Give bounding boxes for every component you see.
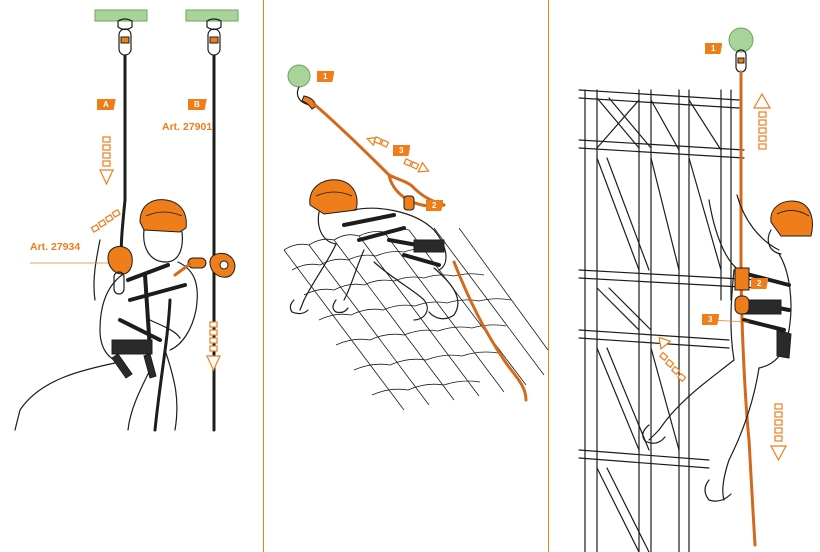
leg-right bbox=[164, 349, 178, 431]
arm-up-right bbox=[736, 194, 780, 251]
tower-anchor bbox=[728, 27, 754, 53]
panel-rope-access: A B Art. 27901 Art. 27934 bbox=[0, 0, 263, 552]
anchor-ring-a bbox=[117, 18, 133, 31]
tag-1: 1 bbox=[705, 43, 723, 54]
arrow-diagonal bbox=[658, 336, 687, 383]
arrow-diagonal-left bbox=[90, 208, 121, 233]
leg-front bbox=[373, 261, 428, 321]
anchor-plate-b bbox=[185, 9, 239, 22]
art-number-b: Art. 27901 bbox=[162, 121, 213, 133]
descender-device bbox=[107, 245, 133, 275]
roof-anchor bbox=[287, 64, 311, 88]
harness-leg-loops bbox=[111, 353, 157, 379]
tag-3: 3 bbox=[702, 314, 720, 325]
harness-straps bbox=[118, 263, 187, 352]
tag-a: A bbox=[97, 99, 116, 110]
leg-mid bbox=[127, 369, 151, 431]
panel-pylon-climb-drawing bbox=[578, 27, 813, 552]
leg-right bbox=[722, 367, 760, 501]
backup-connector bbox=[187, 257, 207, 269]
descender-carabiner bbox=[113, 271, 125, 295]
panel-roof-work: 1 3 2 bbox=[264, 0, 549, 552]
divider-left bbox=[263, 0, 264, 552]
harness-belt bbox=[111, 339, 153, 355]
head bbox=[143, 229, 183, 263]
torso-front bbox=[730, 269, 735, 361]
rope-a bbox=[119, 54, 127, 272]
harness-leg-loop bbox=[776, 329, 792, 359]
panel-pylon-climb: 1 2 3 bbox=[549, 0, 820, 552]
arrow-up-lanyard bbox=[365, 136, 390, 148]
tag-2: 2 bbox=[751, 278, 769, 289]
lanyard-connector bbox=[301, 95, 317, 110]
feet bbox=[642, 424, 732, 502]
carabiner-gate-a bbox=[120, 36, 130, 44]
head bbox=[317, 211, 337, 245]
arrow-down-left bbox=[99, 136, 114, 186]
carabiner-gate-b bbox=[209, 36, 219, 44]
helmet bbox=[309, 179, 358, 215]
arrow-down-right bbox=[206, 321, 221, 372]
arm-right bbox=[343, 249, 365, 301]
lanyard-short bbox=[173, 262, 192, 277]
head bbox=[767, 229, 782, 255]
lanyard bbox=[312, 102, 446, 207]
tag-b: B bbox=[188, 99, 207, 110]
leg-back bbox=[428, 267, 459, 320]
lattice-tower bbox=[578, 89, 760, 552]
arm-right bbox=[149, 319, 181, 339]
tag-3: 3 bbox=[393, 145, 411, 156]
fall-arrester bbox=[734, 267, 750, 291]
anchor-ring-b bbox=[206, 18, 222, 31]
harness-straps bbox=[342, 213, 441, 267]
back bbox=[353, 207, 447, 271]
tag-1: 1 bbox=[317, 71, 335, 82]
harness-belt bbox=[413, 239, 445, 253]
helmet bbox=[770, 200, 813, 237]
arrow-up bbox=[752, 92, 772, 150]
arrow-down bbox=[769, 403, 788, 462]
arrow-down-lanyard bbox=[403, 158, 430, 173]
panel-rope-access-drawing bbox=[14, 9, 239, 432]
leg-left bbox=[14, 361, 121, 431]
dorsal-attachment bbox=[403, 195, 415, 211]
art-number-left: Art. 27934 bbox=[30, 241, 81, 253]
panel-roof-work-drawing bbox=[283, 64, 549, 411]
rope-a-tail bbox=[153, 298, 172, 432]
body-right bbox=[169, 261, 198, 351]
divider-right bbox=[548, 0, 549, 552]
arm-left bbox=[93, 239, 101, 301]
lanyard-tail bbox=[452, 260, 528, 402]
hands bbox=[289, 299, 349, 315]
helmet bbox=[139, 199, 187, 233]
arm-left bbox=[299, 243, 337, 311]
roof-tiles bbox=[283, 227, 549, 411]
anchor-plate-a bbox=[94, 9, 148, 22]
leg-left bbox=[648, 359, 735, 441]
tag-2: 2 bbox=[426, 200, 444, 211]
torso bbox=[758, 253, 792, 369]
arrester-connector bbox=[734, 295, 750, 315]
body-left bbox=[99, 269, 131, 363]
arm-up-left bbox=[708, 199, 740, 271]
